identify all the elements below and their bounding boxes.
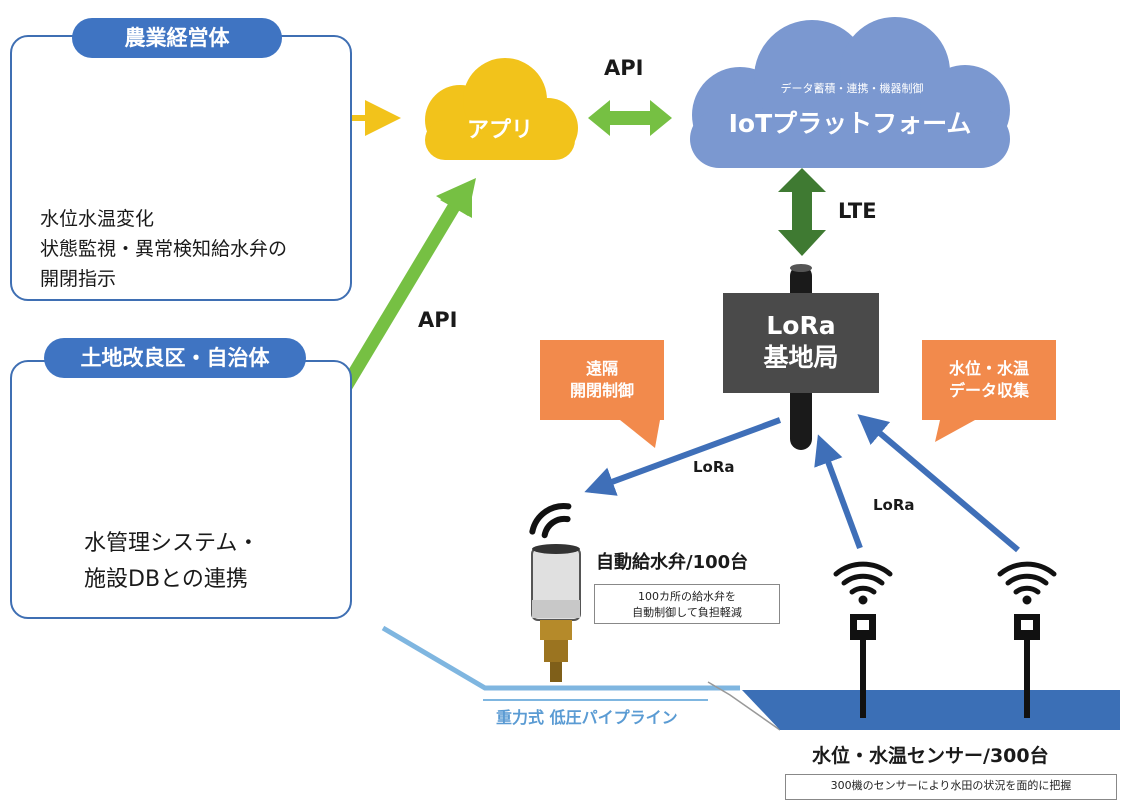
api-left-label: API xyxy=(418,308,458,332)
remote-callout-tail xyxy=(620,420,660,448)
iot-subtitle: データ蓄積・連携・機器制御 xyxy=(780,82,924,95)
paddy-water xyxy=(742,690,1120,730)
district-title: 土地改良区・自治体 xyxy=(44,338,306,378)
app-label: アプリ xyxy=(466,118,533,143)
lte-label: LTE xyxy=(838,199,877,223)
valve-label: 自動給水弁/100台 xyxy=(596,552,749,573)
sensor-label: 水位・水温センサー/300台 xyxy=(812,745,1049,767)
api-top-label: API xyxy=(604,56,644,80)
lora-station-box xyxy=(723,293,879,393)
wifi-icon xyxy=(833,561,893,605)
app-cloud xyxy=(425,58,578,160)
remote-control-callout: 遠隔 開閉制御 xyxy=(540,340,664,420)
sensor1-lora-arrow xyxy=(814,434,863,550)
pipeline xyxy=(381,625,781,731)
lte-arrow xyxy=(778,168,826,256)
lora-right-label: LoRa xyxy=(873,496,915,514)
farmers-text: 水位水温変化 状態監視・異常検知給水弁の 開閉指示 xyxy=(40,208,288,290)
farmers-title: 農業経営体 xyxy=(72,18,282,58)
lora-station-label: LoRa 基地局 xyxy=(763,311,839,372)
valve-icon xyxy=(531,544,581,682)
data-collect-callout: 水位・水温 データ収集 xyxy=(922,340,1056,420)
pipeline-label: 重力式 低圧パイプライン xyxy=(496,708,678,727)
app-iot-api-arrow xyxy=(588,100,672,136)
district-text: 水管理システム・ 施設DBとの連携 xyxy=(84,531,260,592)
iot-label: IoTプラットフォーム xyxy=(728,109,972,138)
farmers-panel xyxy=(10,35,352,301)
sensor-note: 300機のセンサーにより水田の状況を面的に把握 xyxy=(785,774,1117,800)
wifi-icon xyxy=(997,561,1057,605)
lora-to-valve-arrow xyxy=(584,417,782,496)
iot-cloud xyxy=(690,17,1010,168)
valve-note: 100カ所の給水弁を 自動制御して負担軽減 xyxy=(594,584,780,624)
sensor-icon xyxy=(1014,614,1040,718)
sensor-icon xyxy=(850,614,876,718)
sensor2-lora-arrow xyxy=(857,414,1020,553)
collect-callout-tail xyxy=(935,420,975,442)
lora-left-label: LoRa xyxy=(693,458,735,476)
wifi-icon xyxy=(529,503,572,539)
